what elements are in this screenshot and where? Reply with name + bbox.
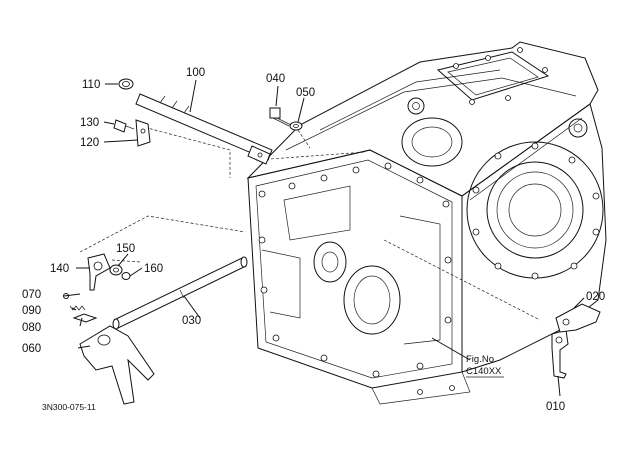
part-label-090: 090 <box>22 305 41 317</box>
pin-080 <box>72 313 98 323</box>
bracket-020 <box>555 303 601 333</box>
label-130: 130 <box>80 117 99 129</box>
label-110: 110 <box>82 79 100 91</box>
part-label-070: 070 <box>22 289 41 301</box>
washer-050 <box>289 121 303 131</box>
part-label-120: 120 <box>80 137 99 149</box>
label-020: 020 <box>586 291 605 303</box>
figure-reference: Fig.No. C140XX <box>466 354 504 378</box>
part-label-110: 110 <box>82 79 100 91</box>
label-090: 090 <box>22 305 41 317</box>
bolt-130 <box>113 119 135 133</box>
part-label-130: 130 <box>80 117 99 129</box>
part-label-040: 040 <box>266 73 285 85</box>
o-ring-160 <box>121 272 131 280</box>
leader-lines <box>63 79 585 397</box>
label-100: 100 <box>186 67 205 79</box>
label-060: 060 <box>22 343 41 355</box>
shaft-030 <box>112 256 248 330</box>
transmission-case <box>246 41 607 405</box>
assembly-guide-lines <box>79 125 541 321</box>
diagram-code: 3N300-075-11 <box>42 402 96 412</box>
label-070: 070 <box>22 289 41 301</box>
shaft-100 <box>135 93 273 165</box>
label-030: 030 <box>182 315 201 327</box>
shift-fork-140 <box>87 253 111 291</box>
label-050: 050 <box>296 87 315 99</box>
bolt-040 <box>269 107 294 127</box>
figure-ref-line1: Fig.No. <box>466 354 497 365</box>
label-150: 150 <box>116 243 135 255</box>
shift-fork-060 <box>79 325 155 405</box>
part-label-160: 160 <box>144 263 163 275</box>
nut-150 <box>109 264 123 276</box>
part-label-100: 100 <box>186 67 205 79</box>
label-010: 010 <box>546 401 565 413</box>
part-label-150: 150 <box>116 243 135 255</box>
part-label-050: 050 <box>296 87 315 99</box>
part-label-010: 010 <box>546 401 565 413</box>
part-label-020: 020 <box>586 291 605 303</box>
spring-090 <box>69 305 86 311</box>
part-label-080: 080 <box>22 322 41 334</box>
label-160: 160 <box>144 263 163 275</box>
lever-010 <box>551 329 569 379</box>
o-ring-110 <box>118 78 134 90</box>
label-140: 140 <box>50 263 69 275</box>
part-label-030: 030 <box>182 315 201 327</box>
label-120: 120 <box>80 137 99 149</box>
figure-ref-line2: C140XX <box>466 366 502 377</box>
part-label-140: 140 <box>50 263 69 275</box>
label-040: 040 <box>266 73 285 85</box>
label-080: 080 <box>22 322 41 334</box>
plate-120 <box>135 119 151 147</box>
part-label-060: 060 <box>22 343 41 355</box>
